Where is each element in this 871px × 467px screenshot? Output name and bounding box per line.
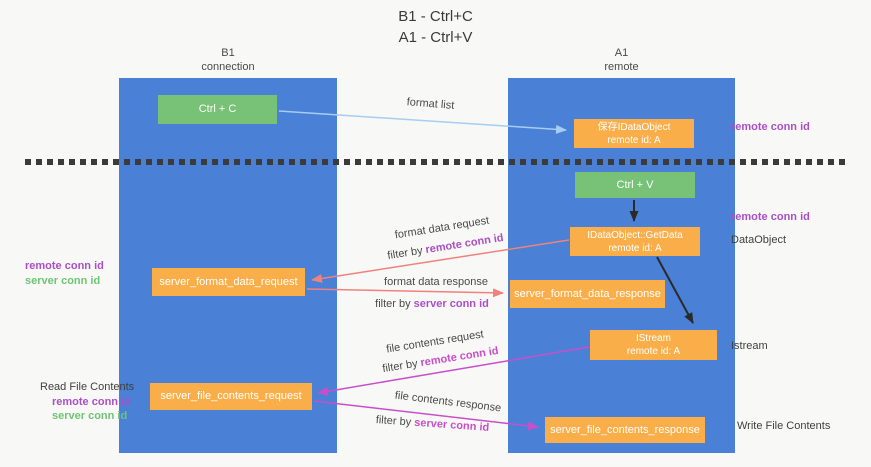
remote-conn-id-text: remote conn id — [424, 231, 505, 257]
istream-box: IStream remote id: A — [590, 330, 717, 360]
right-remote-conn-id-2: remote conn id — [731, 211, 810, 223]
lane-header-b1: B1 connection — [119, 46, 337, 74]
file-contents-response-filter-label: filter by server conn id — [360, 413, 505, 435]
istream-side-label: Istream — [731, 340, 768, 352]
left-mid-server-conn-id: server conn id — [25, 275, 101, 287]
diagram-title: B1 - Ctrl+C A1 - Ctrl+V — [0, 6, 871, 48]
ctrl-v-label: Ctrl + V — [616, 178, 654, 191]
left-bottom-remote-conn-id: remote conn id — [52, 396, 131, 408]
lane-a1-name: A1 — [614, 47, 629, 59]
right-remote-conn-id-1: remote conn id — [731, 121, 810, 133]
lane-a1-role: remote — [604, 61, 639, 73]
ctrl-c-label: Ctrl + C — [198, 103, 237, 115]
filter-by-text: filter by — [386, 244, 427, 263]
server-file-contents-request-label: server_file_contents_request — [160, 390, 302, 402]
filter-by-text: filter by — [375, 298, 414, 310]
getdata-line2: remote id: A — [608, 242, 662, 254]
server-file-contents-response-box: server_file_contents_response — [545, 417, 705, 443]
left-bottom-server-conn-id: server conn id — [52, 410, 128, 422]
file-contents-response-label: file contents response — [394, 389, 502, 415]
dashed-divider — [25, 159, 845, 165]
idataobject-getdata-box: IDataObject::GetData remote id: A — [570, 227, 700, 256]
save-idataobject-line2: remote id: A — [607, 134, 661, 146]
lane-header-a1: A1 remote — [508, 46, 735, 74]
write-file-contents-label: Write File Contents — [737, 420, 831, 432]
lane-b1-role: connection — [201, 61, 255, 73]
server-file-contents-request-box: server_file_contents_request — [150, 383, 312, 410]
server-conn-id-text: server conn id — [413, 416, 490, 434]
title-line-2: A1 - Ctrl+V — [398, 29, 473, 46]
server-format-data-response-label: server_format_data_response — [514, 287, 661, 300]
server-conn-id-text: server conn id — [413, 298, 489, 310]
format-list-label: format list — [406, 96, 455, 112]
istream-line1: IStream — [635, 333, 671, 344]
getdata-line1: IDataObject::GetData — [587, 229, 683, 241]
filter-by-text: filter by — [381, 357, 422, 376]
server-file-contents-response-label: server_file_contents_response — [550, 423, 700, 436]
save-idataobject-line1: 保存IDataObject — [597, 121, 671, 133]
title-line-1: B1 - Ctrl+C — [398, 8, 473, 25]
filter-by-text: filter by — [375, 414, 415, 429]
format-data-response-filter-label: filter by server conn id — [362, 298, 502, 310]
left-mid-remote-conn-id: remote conn id — [25, 260, 104, 272]
lane-b1-name: B1 — [221, 47, 235, 59]
save-idataobject-box: 保存IDataObject remote id: A — [574, 119, 694, 148]
format-data-response-label: format data response — [384, 276, 488, 288]
read-file-contents-label: Read File Contents — [40, 381, 135, 393]
server-format-data-request-label: server_format_data_request — [159, 275, 298, 288]
server-format-data-response-box: server_format_data_response — [510, 280, 665, 308]
ctrl-v-box: Ctrl + V — [575, 172, 695, 198]
server-format-data-request-box: server_format_data_request — [152, 268, 305, 296]
ctrl-c-box: Ctrl + C — [158, 95, 277, 124]
dataobject-label: DataObject — [731, 234, 787, 246]
istream-line2: remote id: A — [626, 346, 681, 357]
